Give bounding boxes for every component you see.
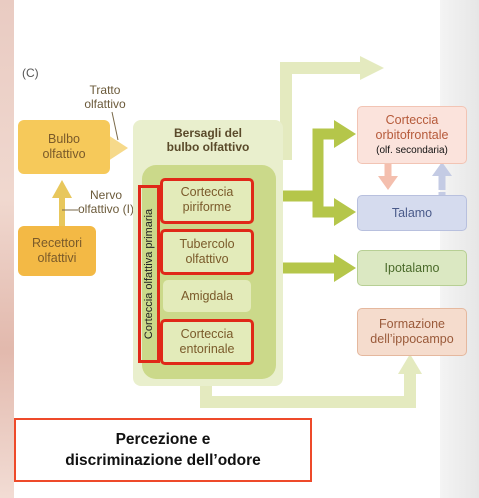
bulb-arrowhead: [108, 135, 128, 161]
orbitofrontal-label: Corteccia orbitofrontale: [375, 112, 449, 142]
bulb-label: Bulbo olfattivo: [42, 132, 86, 161]
bottom-loop-arrow: [200, 372, 416, 408]
orbitofrontal-note: (olf. secondaria): [376, 144, 448, 156]
hypothalamus-label: Ipotalamo: [384, 260, 440, 275]
olive-head-orbito: [334, 120, 356, 148]
target-entorinale: Corteccia entorinale: [163, 320, 251, 364]
bulb-box: Bulbo olfattivo: [18, 120, 110, 174]
background-photo-strip: [0, 0, 14, 498]
target-tubercolo-label: Tubercolo olfattivo: [179, 237, 235, 266]
piriforme-highlight: [160, 178, 254, 224]
orbitofrontal-box: Corteccia orbitofrontale (olf. secondari…: [357, 106, 467, 164]
entorinale-highlight: [160, 319, 254, 365]
right-shadow-strip: [440, 0, 479, 498]
receptors-label: Recettori olfattivi: [31, 236, 83, 265]
piriforme-to-orbito-arrow: [254, 128, 336, 202]
panel-label: (C): [22, 66, 39, 80]
thalamus-label: Talamo: [391, 205, 433, 220]
primary-cortex-highlight: [138, 185, 160, 363]
receptors-box: Recettori olfattivi: [18, 226, 96, 276]
target-amigdala: Amigdala: [163, 280, 251, 312]
piriforme-to-talamo-arrow: [312, 196, 336, 218]
caption-box: Percezione e discriminazione dell’odore: [14, 418, 312, 482]
target-tubercolo: Tubercolo olfattivo: [163, 230, 251, 274]
nerve-label: Nervo olfattivo (I): [77, 188, 134, 216]
bottom-arrowhead: [398, 354, 422, 374]
orbito-to-talamo-head: [378, 176, 398, 190]
hippocampus-label: Formazione dell’ippocampo: [370, 317, 454, 346]
caption-text: Percezione e discriminazione dell’odore: [65, 431, 261, 469]
hypothalamus-box: Ipotalamo: [357, 250, 467, 286]
olive-head-talamo: [334, 198, 356, 226]
hippocampus-box: Formazione dell’ippocampo: [357, 308, 467, 356]
target-amigdala-label: Amigdala: [180, 288, 234, 303]
tract-to-orbitofrontal-arrow: [280, 62, 360, 160]
olive-head-ipotalamo: [334, 254, 356, 282]
tract-tick: [111, 111, 119, 141]
tract-label: Tratto olfattivo: [84, 83, 126, 111]
target-piriforme: Corteccia piriforme: [163, 178, 251, 222]
targets-title: Bersagli del bulbo olfattivo: [166, 126, 250, 154]
tubercolo-highlight: [160, 229, 254, 275]
orbito-arrowhead: [360, 56, 384, 80]
nerve-arrowhead: [52, 180, 72, 198]
target-entorinale-label: Corteccia entorinale: [179, 327, 235, 356]
talamo-to-orbito-head: [432, 162, 452, 176]
target-piriforme-label: Corteccia piriforme: [180, 185, 234, 214]
primary-cortex-vertical-label: Corteccia olfattiva primaria: [143, 208, 155, 340]
thalamus-box: Talamo: [357, 195, 467, 231]
